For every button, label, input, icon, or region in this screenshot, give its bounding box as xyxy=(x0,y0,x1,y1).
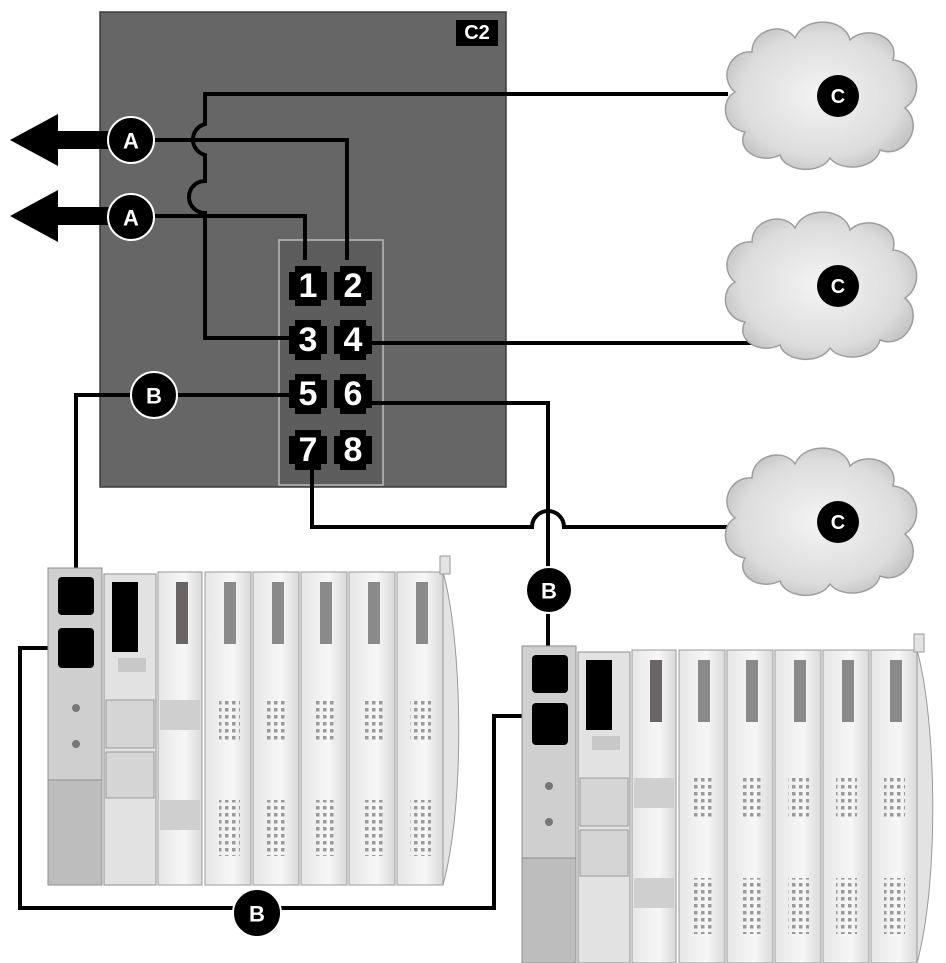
wire-port3-to-cloud-c-top xyxy=(187,92,728,340)
wires xyxy=(18,92,770,910)
callout-b-left: B xyxy=(130,371,178,419)
svg-text:3: 3 xyxy=(299,321,318,359)
wire-a-top-to-port2 xyxy=(150,138,349,260)
callout-a-bottom: A xyxy=(107,193,155,241)
rack-left-io-modules xyxy=(157,555,460,886)
arrow-left-bottom-icon xyxy=(10,190,112,242)
port-7: 7 xyxy=(289,430,327,470)
rack-right-port-lower xyxy=(532,703,568,745)
switch-ports: 1 2 3 4 5 6 7 8 xyxy=(289,266,372,470)
callout-b-bottom: B xyxy=(232,888,282,938)
io-rack-right xyxy=(521,633,934,963)
port-6: 6 xyxy=(334,374,372,414)
port-8: 8 xyxy=(334,430,372,470)
port-1: 1 xyxy=(289,266,327,306)
callout-c-bottom: C xyxy=(817,501,859,543)
wire-a-bottom-to-port1 xyxy=(150,214,307,260)
svg-text:C: C xyxy=(831,276,845,298)
svg-text:1: 1 xyxy=(299,267,318,305)
callout-a-top: A xyxy=(107,116,155,164)
callout-c-middle: C xyxy=(817,265,859,307)
svg-text:2: 2 xyxy=(344,267,363,305)
port-4: 4 xyxy=(334,320,372,360)
svg-text:B: B xyxy=(249,902,265,927)
rack-left-port-upper xyxy=(58,577,94,615)
port-2: 2 xyxy=(334,266,372,306)
rack-left-port-lower xyxy=(58,628,94,668)
switch-label-badge xyxy=(456,20,498,46)
io-rack-left xyxy=(47,555,460,886)
callouts: A A B B B C C C xyxy=(107,75,859,938)
callout-c-top: C xyxy=(817,75,859,117)
svg-text:8: 8 xyxy=(344,431,363,469)
port-5: 5 xyxy=(289,374,327,414)
callout-b-vertical: B xyxy=(525,566,573,614)
svg-text:C: C xyxy=(831,512,845,534)
svg-text:4: 4 xyxy=(344,321,363,359)
svg-text:A: A xyxy=(123,129,139,154)
wire-port5-to-rack1 xyxy=(74,393,292,578)
svg-text:A: A xyxy=(123,206,139,231)
arrow-left-top-icon xyxy=(10,114,112,166)
switch-label: C2 xyxy=(464,22,490,44)
wire-port7-to-cloud-c-bottom xyxy=(310,470,728,529)
rack-right-io-modules xyxy=(631,633,934,963)
svg-text:C: C xyxy=(831,86,845,108)
svg-text:B: B xyxy=(541,579,557,604)
rack-right-port-upper xyxy=(532,655,568,693)
svg-text:5: 5 xyxy=(299,375,318,413)
svg-text:B: B xyxy=(146,384,162,409)
svg-text:6: 6 xyxy=(344,375,363,413)
port-3: 3 xyxy=(289,320,327,360)
svg-text:7: 7 xyxy=(299,431,318,469)
